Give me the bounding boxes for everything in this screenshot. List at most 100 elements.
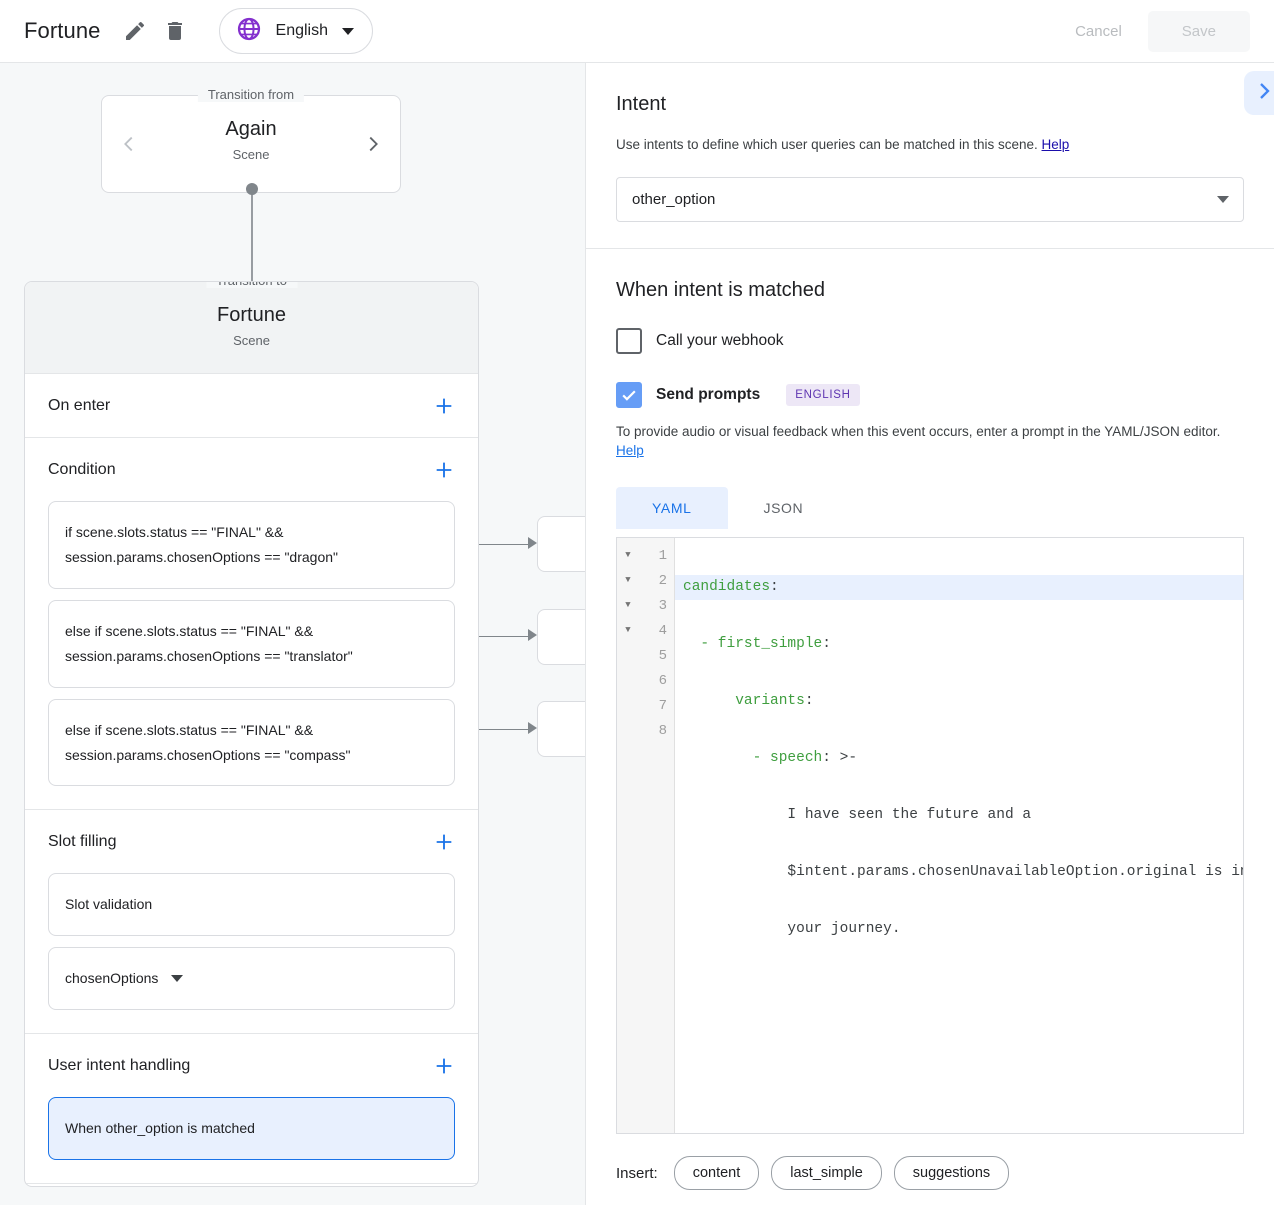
yaml-editor[interactable]: ▼1 ▼2 ▼3 ▼4 5 6 7 8 candidates: - first_… — [616, 537, 1244, 1135]
section-condition: Condition if scene.slots.status == "FINA… — [25, 438, 478, 811]
webhook-checkbox[interactable] — [616, 327, 642, 354]
webhook-row[interactable]: Call your webhook — [616, 327, 1244, 354]
condition-target-card[interactable] — [537, 701, 585, 757]
insert-label: Insert: — [616, 1164, 658, 1182]
slot-item[interactable]: chosenOptions — [48, 947, 455, 1011]
condition-item[interactable]: if scene.slots.status == "FINAL" && sess… — [48, 501, 455, 589]
save-button[interactable]: Save — [1147, 10, 1250, 52]
section-slot-filling: Slot filling Slot validation chosenOptio… — [25, 810, 478, 1035]
transition-from-card[interactable]: Transition from Again Scene — [101, 87, 401, 193]
insert-chip-suggestions[interactable]: suggestions — [893, 1156, 1010, 1191]
intent-description: Use intents to define which user queries… — [616, 136, 1244, 155]
code-rest: : — [770, 579, 779, 596]
on-enter-title: On enter — [48, 396, 111, 414]
scene-name: Fortune — [217, 304, 286, 326]
insert-chip-content[interactable]: content — [673, 1156, 760, 1191]
pencil-icon[interactable] — [123, 19, 147, 43]
section-error-handling: Error and status handling — [25, 1184, 478, 1186]
fold-triangle-icon[interactable]: ▼ — [625, 550, 631, 561]
add-user-intent-icon[interactable] — [433, 1055, 455, 1077]
next-scene-icon[interactable] — [362, 133, 384, 155]
webhook-label: Call your webhook — [656, 331, 784, 349]
chevron-right-icon — [1252, 79, 1274, 108]
code-rest: your journey. — [683, 921, 901, 938]
prompt-note-text: To provide audio or visual feedback when… — [616, 423, 1221, 439]
line-number: 5 — [658, 647, 667, 664]
transition-from-scene-name: Again — [225, 118, 277, 140]
gutter-line: ▼1 — [617, 543, 674, 568]
slot-validation-item[interactable]: Slot validation — [48, 873, 455, 937]
scene-header: Fortune Scene — [25, 282, 478, 374]
gutter-line: ▼2 — [617, 568, 674, 593]
gutter-line: 6 — [617, 668, 674, 693]
code-rest: : — [822, 636, 831, 653]
transition-from-scene-type: Scene — [232, 147, 270, 162]
prev-scene-icon[interactable] — [118, 133, 140, 155]
prompt-help-link[interactable]: Help — [616, 443, 644, 459]
intent-heading: Intent — [616, 93, 667, 115]
add-on-enter-icon[interactable] — [433, 395, 455, 417]
add-condition-icon[interactable] — [433, 459, 455, 481]
header-actions: Cancel Save — [1057, 10, 1274, 52]
fold-triangle-icon[interactable]: ▼ — [625, 625, 631, 636]
insert-chip-last-simple[interactable]: last_simple — [771, 1156, 882, 1191]
line-number: 4 — [658, 622, 667, 639]
slot-filling-title: Slot filling — [48, 832, 117, 850]
expand-panel-button[interactable] — [1244, 71, 1274, 115]
intent-select[interactable]: other_option — [616, 176, 1244, 222]
editor-code-area[interactable]: candidates: - first_simple: variants: - … — [675, 538, 1243, 1133]
trash-icon[interactable] — [163, 19, 187, 43]
code-key: candidates — [683, 579, 771, 596]
fold-triangle-icon[interactable]: ▼ — [625, 575, 631, 586]
scene-detail-card: Transition to Fortune Scene On enter Con… — [24, 281, 479, 1187]
condition-target-card[interactable] — [537, 609, 585, 665]
scene-graph-pane: Transition from Again Scene Transition t… — [0, 63, 585, 1205]
gutter-line: ▼3 — [617, 593, 674, 618]
page-title: Fortune — [24, 18, 101, 43]
chevron-down-icon — [1217, 195, 1229, 203]
code-line: $intent.params.chosenUnavailableOption.o… — [675, 860, 1243, 885]
send-prompts-label: Send prompts — [656, 385, 761, 403]
condition-item[interactable]: else if scene.slots.status == "FINAL" &&… — [48, 698, 455, 787]
intent-help-link[interactable]: Help — [1041, 137, 1070, 152]
gutter-line: 5 — [617, 643, 674, 668]
condition-item[interactable]: else if scene.slots.status == "FINAL" &&… — [48, 599, 455, 688]
code-rest: $intent.params.chosenUnavailableOption.o… — [683, 864, 1243, 881]
section-user-intent-handling: User intent handling When other_option i… — [25, 1034, 478, 1185]
code-line: your journey. — [675, 917, 1243, 942]
cancel-button[interactable]: Cancel — [1057, 13, 1140, 50]
code-key: - speech — [683, 750, 823, 767]
transition-to-legend: Transition to — [205, 282, 298, 288]
gutter-line: ▼4 — [617, 618, 674, 643]
add-slot-icon[interactable] — [433, 831, 455, 853]
tab-yaml[interactable]: YAML — [616, 487, 728, 530]
line-number: 7 — [658, 697, 667, 714]
send-prompts-row[interactable]: Send prompts ENGLISH — [616, 381, 1244, 408]
user-intent-handling-title: User intent handling — [48, 1056, 191, 1074]
line-number: 3 — [658, 597, 667, 614]
line-number: 6 — [658, 672, 667, 689]
line-number: 1 — [658, 547, 667, 564]
condition-target-card[interactable] — [537, 516, 585, 572]
tab-json[interactable]: JSON — [728, 487, 840, 529]
chevron-down-icon[interactable] — [171, 975, 184, 983]
gutter-line: 7 — [617, 693, 674, 718]
language-selector[interactable]: English — [218, 8, 374, 54]
code-line: variants: — [675, 689, 1243, 714]
code-line: candidates: — [675, 575, 1243, 601]
section-on-enter: On enter — [25, 374, 478, 438]
when-matched-heading: When intent is matched — [616, 278, 825, 301]
intent-detail-pane: Intent Use intents to define which user … — [585, 63, 1274, 1205]
user-intent-item-selected[interactable]: When other_option is matched — [48, 1097, 455, 1161]
code-line: I have seen the future and a — [675, 803, 1243, 828]
code-rest: I have seen the future and a — [683, 807, 1032, 824]
line-number: 2 — [658, 572, 667, 589]
intent-select-value: other_option — [632, 190, 716, 208]
send-prompts-checkbox[interactable] — [616, 381, 642, 408]
fold-triangle-icon[interactable]: ▼ — [625, 600, 631, 611]
language-badge: ENGLISH — [786, 383, 860, 406]
code-key: - first_simple — [683, 636, 823, 653]
scene-type: Scene — [233, 333, 270, 348]
transition-from-legend: Transition from — [197, 87, 305, 102]
intent-section: Intent Use intents to define which user … — [586, 63, 1274, 249]
